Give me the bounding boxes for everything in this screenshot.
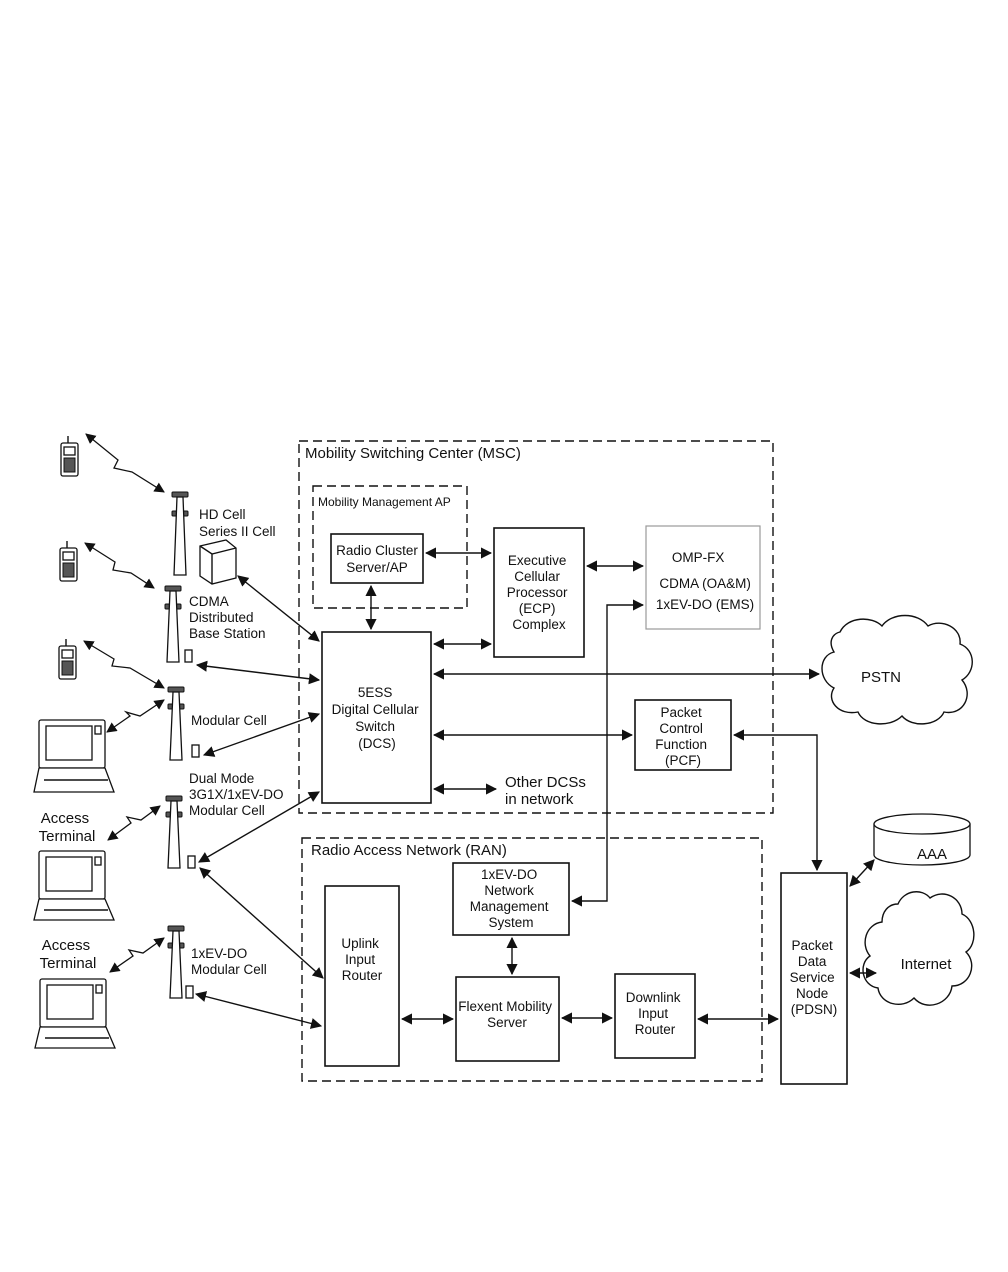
laptop-icon [33, 719, 115, 793]
cdma-distributed-label: CDMA Distributed Base Station [189, 594, 266, 641]
hd-cell-label: HD Cell Series II Cell [199, 507, 276, 539]
svg-text:Packet Control Fun: Packet Control Function (PCF) [655, 705, 711, 768]
hd-cell-tower: HD Cell Series II Cell [171, 491, 276, 585]
link-dual-uplink [199, 867, 324, 979]
wireless-link-phone2-cdma [84, 542, 155, 589]
laptop-icon [33, 850, 115, 921]
ran-region: Radio Access Network (RAN) [301, 837, 763, 1082]
flexent-mobility-server-box: Flexent Mobility Server [455, 976, 560, 1062]
ecp-complex-box: Executive Cellular Processor (ECP) Compl… [493, 527, 585, 658]
tower-icon [171, 491, 189, 576]
access-terminal-1-label: Access Terminal [39, 810, 96, 845]
link-cdma-dcs [195, 660, 321, 685]
pstn-cloud: PSTN [821, 614, 973, 725]
svg-text:Uplink Input Route: Uplink Input Router [341, 936, 382, 983]
nms-box: 1xEV-DO Network Management System [452, 862, 570, 936]
phone-icon [58, 639, 77, 680]
link-modular-dcs [202, 712, 321, 757]
downlink-input-router-box: Downlink Input Router [614, 973, 696, 1059]
wireless-link-phone1-hd [85, 433, 165, 493]
pcf-box: Packet Control Function (PCF) [634, 699, 732, 771]
evdo-modular-cell-tower: 1xEV-DO Modular Cell [167, 925, 267, 999]
link-hd-dcs [237, 575, 320, 642]
link-pcf-pdsn [732, 729, 823, 872]
wireless-link-laptop1-modular [106, 699, 165, 733]
mobile-phone-3 [58, 639, 77, 680]
wireless-link-phone3-modular [83, 640, 165, 689]
pdsn-box: Packet Data Service Node (PDSN) [780, 872, 848, 1085]
link-evdo-uplink [194, 991, 323, 1029]
tower-icon [164, 585, 193, 663]
access-terminal-2: Access Terminal [34, 937, 116, 1049]
svg-text:1xEV-DO Network Ma: 1xEV-DO Network Management System [470, 867, 553, 930]
laptop-1 [33, 719, 115, 793]
link-pdsn-aaa [849, 859, 875, 887]
access-terminal-2-label: Access Terminal [40, 937, 97, 972]
access-terminal-1: Access Terminal [33, 810, 115, 921]
svg-text:Packet Data Servic: Packet Data Service Node (PDSN) [790, 938, 839, 1017]
svg-text:OMP-FX CDMA (OA&M): OMP-FX CDMA (OA&M) 1xEV-DO (EMS) [656, 550, 755, 612]
link-dual-dcs [198, 791, 320, 863]
phone-icon [60, 436, 79, 477]
aaa-label: AAA [917, 846, 947, 863]
tower-icon [165, 795, 196, 869]
svg-text:Flexent Mobility Server: Flexent Mobility Server [458, 999, 556, 1030]
internet-label: Internet [901, 956, 953, 973]
laptop-icon [34, 978, 116, 1049]
tower-icon [167, 925, 194, 999]
modular-cell-tower: Modular Cell [167, 686, 267, 761]
cabinet-icon [199, 539, 237, 585]
dcs-box: 5ESS Digital Cellular Switch (DCS) [321, 631, 432, 804]
wireless-links [83, 433, 165, 973]
svg-text:Other DCSs in network: Other DCSs in network [505, 774, 590, 808]
svg-text:Downlink Input Rou: Downlink Input Router [626, 990, 685, 1037]
tower-icon [167, 686, 200, 761]
wireless-link-at1-dual [107, 805, 161, 841]
evdo-modular-cell-label: 1xEV-DO Modular Cell [191, 946, 267, 977]
modular-cell-label: Modular Cell [191, 713, 267, 728]
pstn-label: PSTN [861, 669, 901, 686]
wireless-link-at2-evdo [109, 937, 165, 973]
msc-region-label: Mobility Switching Center (MSC) [305, 445, 521, 462]
cdma-distributed-tower: CDMA Distributed Base Station [164, 585, 266, 663]
uplink-input-router-box: Uplink Input Router [324, 885, 400, 1067]
dual-mode-cell-label: Dual Mode 3G1X/1xEV-DO Modular Cell [189, 771, 287, 818]
omp-fx-box: OMP-FX CDMA (OA&M) 1xEV-DO (EMS) [645, 525, 761, 630]
aaa-database: AAA [873, 813, 971, 866]
mobility-management-ap-region: Mobility Management AP [312, 485, 468, 609]
mobility-management-ap-label: Mobility Management AP [318, 495, 451, 509]
svg-text:Executive Cellular: Executive Cellular Processor (ECP) Compl… [507, 553, 572, 632]
svg-text:5ESS Digital Cellular: 5ESS Digital Cellular Switch (DCS) [332, 685, 423, 751]
link-nms-omp [570, 599, 645, 907]
phone-icon [59, 541, 78, 582]
mobile-phone-1 [60, 436, 79, 477]
internet-cloud: Internet [862, 891, 975, 1006]
ran-region-label: Radio Access Network (RAN) [311, 842, 507, 859]
mobile-phone-2 [59, 541, 78, 582]
dual-mode-cell-tower: Dual Mode 3G1X/1xEV-DO Modular Cell [165, 771, 287, 869]
connections [194, 547, 878, 1029]
other-dcss-label: Other DCSs in network [505, 774, 590, 808]
